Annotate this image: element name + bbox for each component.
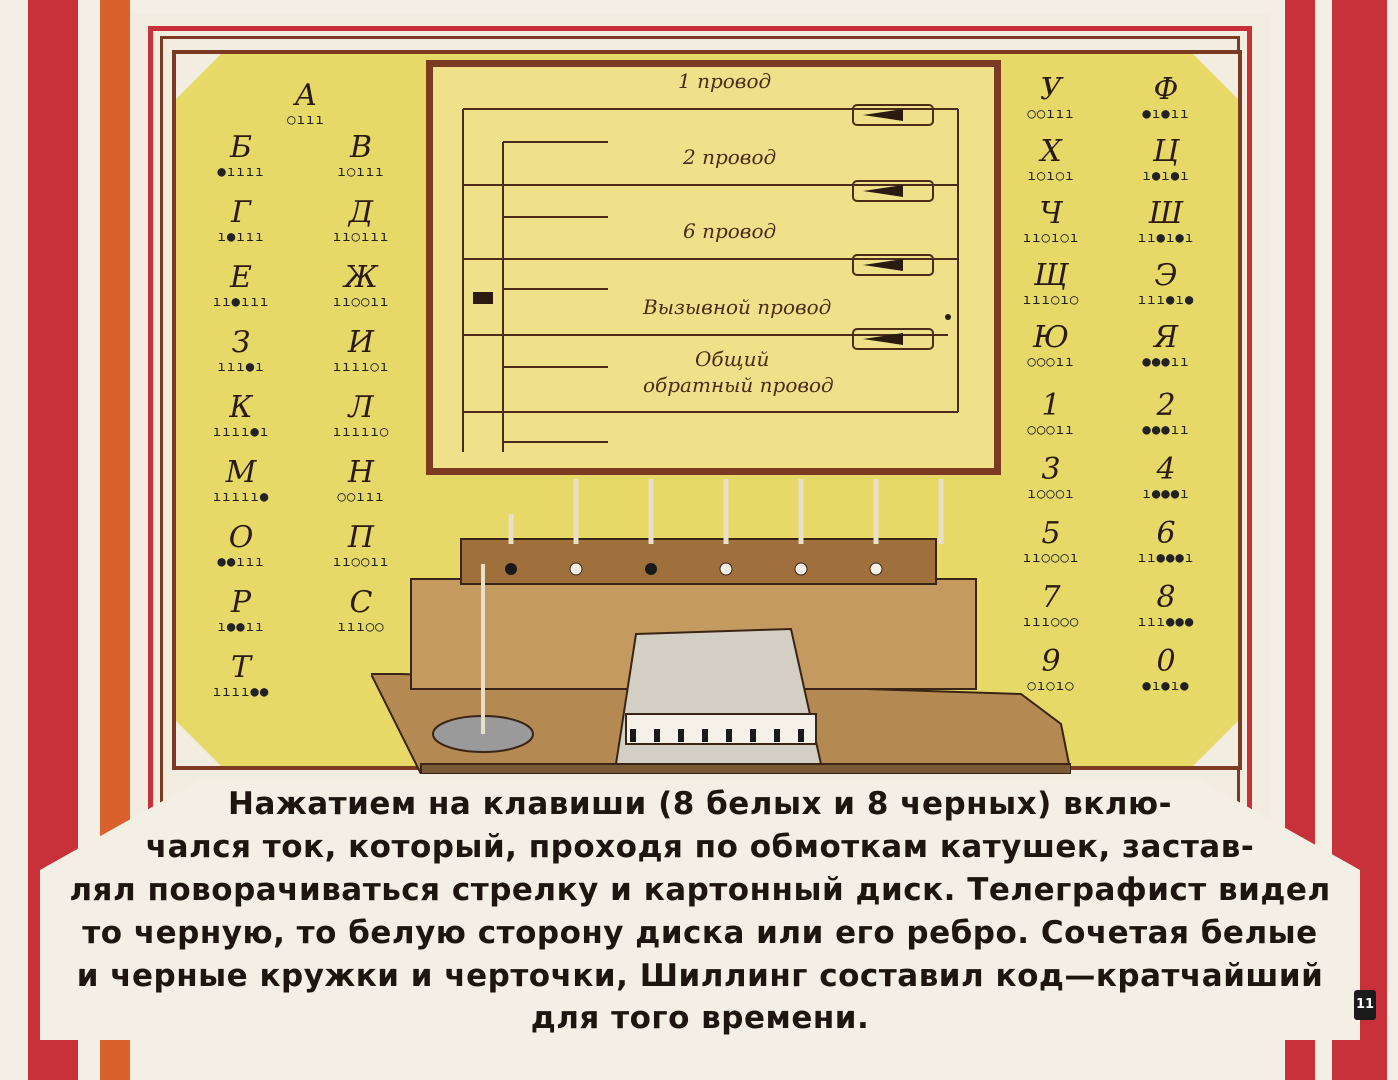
code-entry: Н○○ııı: [337, 455, 385, 506]
page-number: 11: [1354, 990, 1376, 1020]
caption-line: чался ток, который, проходя по обмоткам …: [145, 829, 1255, 865]
code-entry: А○ııı: [287, 78, 325, 129]
code-entry: 9○ı○ı○: [1027, 644, 1075, 695]
caption-background: [40, 780, 1360, 1040]
code-entry: Ф●ı●ıı: [1142, 72, 1190, 123]
circuit-diagram: 1 провод 2 провод 6 провод Вызывной пров…: [426, 60, 1001, 475]
caption-line: и черные кружки и черточки, Шиллинг сост…: [76, 958, 1324, 994]
illustration-board: 1 провод 2 провод 6 провод Вызывной пров…: [172, 50, 1242, 774]
telegraph-apparatus: [371, 479, 1071, 774]
code-entry: 1○○○ıı: [1027, 388, 1075, 439]
circuit-wires: [462, 104, 959, 452]
code-entry: Ю○○○ıı: [1027, 320, 1075, 371]
code-entry: 2●●●ıı: [1142, 388, 1190, 439]
wire-label-common: Общий: [695, 347, 770, 371]
code-entry: 0●ı●ı●: [1142, 644, 1190, 695]
wire-label-return: обратный провод: [643, 373, 834, 397]
code-entry: Б●ıııı: [217, 130, 265, 181]
board-corners: [176, 54, 1238, 766]
caption-line: для того времени.: [530, 1000, 870, 1036]
caption-line: Нажатием на клавиши (8 белых и 8 черных)…: [228, 786, 1172, 822]
caption-line: лял поворачиваться стрелку и картонный д…: [69, 872, 1331, 908]
code-entry: У○○ııı: [1027, 72, 1075, 123]
wire-label-6: 6 провод: [683, 219, 777, 243]
wire-label-call: Вызывной провод: [643, 295, 832, 319]
wire-label-1: 1 провод: [678, 69, 772, 93]
code-entry: Я●●●ıı: [1142, 320, 1190, 371]
caption-panel: Нажатием на клавиши (8 белых и 8 черных)…: [40, 780, 1360, 1040]
code-entry: О●●ııı: [217, 520, 265, 571]
caption-line: то черную, то белую сторону диска или ег…: [82, 915, 1318, 951]
wire-label-2: 2 провод: [683, 145, 777, 169]
